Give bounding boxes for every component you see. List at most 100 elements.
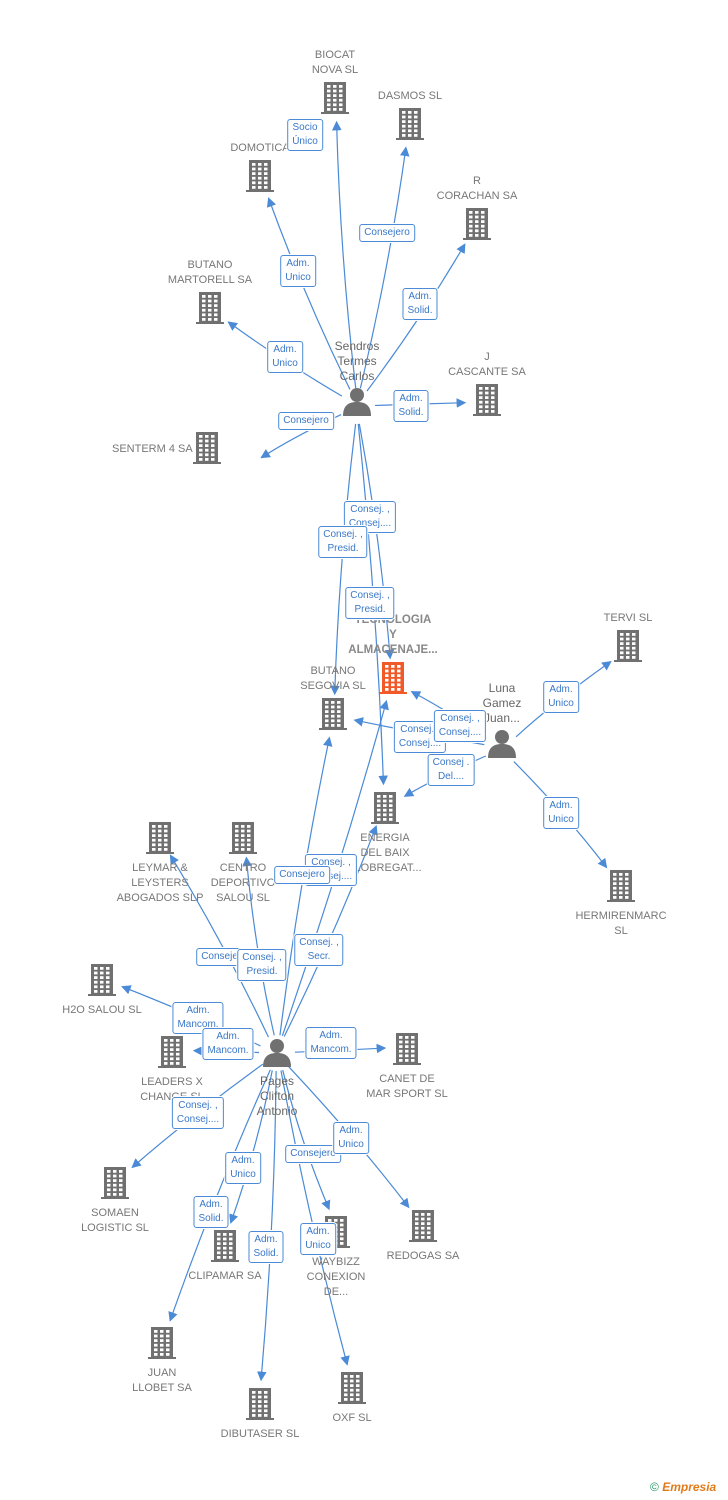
relationship-edge	[332, 120, 357, 389]
building-icon	[463, 206, 491, 245]
relationship-edge	[279, 736, 333, 1036]
relationship-label[interactable]: Adm. Solid.	[248, 1231, 284, 1263]
company-node[interactable]: WAYBIZZ CONEXION DE...	[271, 1212, 401, 1300]
company-node[interactable]: CENTRO DEPORTIVO SALOU SL	[178, 818, 308, 906]
relationship-label[interactable]: Adm. Unico	[543, 797, 579, 829]
person-name: Luna Gamez Juan...	[482, 681, 522, 725]
company-node[interactable]: CLIPAMAR SA	[160, 1226, 290, 1284]
company-node[interactable]: BUTANO MARTORELL SA	[145, 258, 275, 331]
building-icon	[409, 1208, 437, 1247]
relationship-label[interactable]: Adm. Unico	[543, 681, 579, 713]
relationship-label[interactable]: Consejero	[278, 412, 334, 430]
company-node[interactable]: SENTERM 4 SA	[112, 428, 221, 471]
person-node[interactable]: Pages Clifton Antonio	[212, 1035, 342, 1119]
brand-name: Empresia	[662, 1480, 717, 1494]
building-icon	[396, 106, 424, 145]
company-node[interactable]: DASMOS SL	[345, 89, 475, 147]
relationship-label[interactable]: Consejero	[285, 1145, 341, 1163]
relationship-label[interactable]: Adm. Unico	[333, 1122, 369, 1154]
relationship-edge	[229, 1070, 273, 1224]
person-node[interactable]: Sendros Termes Carlos	[292, 339, 422, 423]
person-node[interactable]: Luna Gamez Juan...	[437, 681, 567, 765]
relationship-label[interactable]: Socio Único	[287, 119, 323, 151]
relationship-label[interactable]: Consej. , Presid.	[237, 949, 287, 981]
company-name: J CASCANTE SA	[448, 351, 526, 378]
relationship-label[interactable]: Adm. Unico	[300, 1223, 336, 1255]
relationship-label[interactable]: Adm. Solid.	[393, 390, 429, 422]
company-name: OXF SL	[332, 1412, 372, 1424]
company-node[interactable]: BIOCAT NOVA SL	[270, 48, 400, 121]
company-node[interactable]: SOMAEN LOGISTIC SL	[50, 1163, 180, 1236]
relationship-label[interactable]: Adm. Solid.	[402, 288, 438, 320]
relationship-label[interactable]: Adm. Solid.	[193, 1196, 229, 1228]
relationship-edge	[358, 423, 395, 660]
company-node[interactable]: R CORACHAN SA	[412, 174, 542, 247]
company-node[interactable]: LEYMAR & LEYSTERS ABOGADOS SLP	[95, 818, 225, 906]
company-node[interactable]: DOMOTICA	[195, 141, 325, 199]
relationship-edge	[257, 1070, 277, 1382]
company-node[interactable]: DIBUTASER SL	[195, 1384, 325, 1442]
relationship-label[interactable]: Adm. Mancom.	[202, 1028, 254, 1060]
relationship-edge	[168, 1069, 271, 1322]
building-icon	[88, 962, 116, 1001]
company-name: H2O SALOU SL	[62, 1004, 142, 1016]
company-name: HERMIRENMARC SL	[575, 910, 667, 937]
person-icon	[262, 1037, 292, 1072]
company-name: CANET DE MAR SPORT SL	[366, 1073, 448, 1100]
building-icon	[192, 430, 221, 469]
company-node[interactable]: H2O SALOU SL	[37, 960, 167, 1018]
building-icon	[379, 660, 407, 699]
relationship-edge	[280, 1070, 350, 1366]
company-node[interactable]: HERMIRENMARC SL	[556, 866, 686, 939]
building-icon	[148, 1325, 176, 1364]
relationship-label[interactable]: Adm. Unico	[225, 1152, 261, 1184]
company-name: REDOGAS SA	[386, 1250, 460, 1262]
building-icon	[146, 820, 174, 859]
company-node[interactable]: CANET DE MAR SPORT SL	[342, 1029, 472, 1102]
company-node[interactable]: TERVI SL	[563, 611, 693, 669]
company-node[interactable]: J CASCANTE SA	[422, 350, 552, 423]
building-icon	[614, 628, 642, 667]
company-node[interactable]: REDOGAS SA	[358, 1206, 488, 1264]
company-name: BIOCAT NOVA SL	[311, 49, 359, 76]
company-node[interactable]: BUTANO SEGOVIA SL	[268, 664, 398, 737]
relationship-label[interactable]: Consejero	[274, 866, 330, 884]
relationship-label[interactable]: Consej. , Presid.	[345, 587, 395, 619]
relationship-label[interactable]: Adm. Unico	[267, 341, 303, 373]
company-name: WAYBIZZ CONEXION DE...	[306, 1256, 366, 1298]
relationship-label[interactable]: Consej. , Consej....	[433, 710, 487, 742]
relationship-label[interactable]: Consej. , Presid.	[318, 526, 368, 558]
person-name: Sendros Termes Carlos	[334, 339, 380, 383]
building-icon	[371, 790, 399, 829]
company-name: DIBUTASER SL	[220, 1428, 300, 1440]
building-icon	[246, 1386, 274, 1425]
building-icon	[473, 382, 501, 421]
relationship-label[interactable]: Consej. , Consej....	[171, 1097, 225, 1129]
person-name: Pages Clifton Antonio	[256, 1074, 298, 1118]
relationship-label[interactable]: Consej. , Consej....	[304, 854, 358, 886]
company-name: TECNOLOGIA Y ALMACENAJE...	[348, 614, 438, 656]
relationship-label[interactable]: Consejero	[359, 224, 415, 242]
relationship-label[interactable]: Adm. Mancom.	[305, 1027, 357, 1059]
building-icon	[158, 1034, 186, 1073]
building-icon	[196, 290, 224, 329]
relationship-edge	[242, 856, 275, 1036]
company-name: DASMOS SL	[377, 90, 443, 102]
company-node[interactable]: ENERGIA DEL BAIX LLOBREGAT...	[320, 788, 450, 876]
person-icon	[342, 386, 372, 421]
company-name: CLIPAMAR SA	[188, 1270, 262, 1282]
relationship-label[interactable]: Consej. , Secr.	[294, 934, 344, 966]
brand-footer: © Empresia	[650, 1480, 716, 1494]
building-icon	[246, 158, 274, 197]
relationship-edge	[359, 146, 410, 389]
building-icon	[393, 1031, 421, 1070]
relationship-edge	[169, 854, 269, 1038]
company-name: LEYMAR & LEYSTERS ABOGADOS SLP	[116, 862, 204, 904]
building-icon	[607, 868, 635, 907]
company-name: DOMOTICA	[230, 142, 290, 154]
company-node[interactable]: JUAN LLOBET SA	[97, 1323, 227, 1396]
company-node[interactable]: OXF SL	[287, 1368, 417, 1426]
relationship-label[interactable]: Consej. , Consej....	[343, 501, 397, 533]
relationship-label[interactable]: Consej . Del....	[427, 754, 475, 786]
relationship-label[interactable]: Adm. Unico	[280, 255, 316, 287]
